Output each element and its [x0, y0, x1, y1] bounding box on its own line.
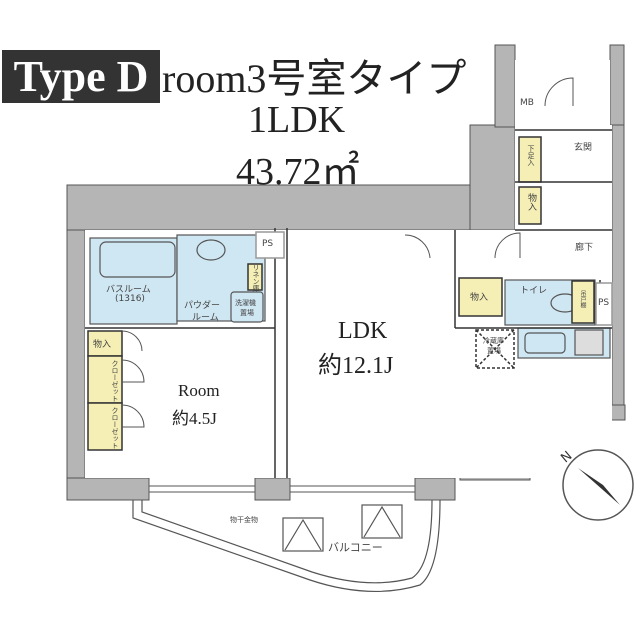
ac-unit-2	[361, 504, 403, 539]
closet1-label: クローゼット	[111, 360, 119, 402]
entrance-storage-label: 物入	[526, 193, 536, 211]
bottom-wall-right	[414, 477, 456, 501]
storage-room-box	[87, 330, 123, 357]
bottom-wall-left	[66, 477, 150, 501]
fridge-label-1: 冷蔵庫	[483, 337, 504, 345]
linen-box	[247, 263, 263, 291]
ac-unit-1	[282, 517, 324, 552]
ldk-size: 約12.1J	[318, 353, 394, 379]
ldk-storage-box	[458, 277, 503, 317]
compass-icon	[562, 449, 634, 521]
storage-room-label: 物入	[93, 340, 112, 350]
type-badge: Type D	[2, 50, 160, 103]
top-wall-step	[469, 124, 516, 231]
bottom-wall-mid	[254, 477, 291, 501]
toilet-storage-box	[571, 280, 595, 324]
bathroom-label: バスルーム	[106, 285, 151, 295]
washer-label-1: 洗濯機	[235, 299, 256, 307]
corridor-label: 廊下	[575, 243, 594, 253]
right-wall	[611, 124, 625, 411]
room-type-title: room3号室タイプ	[162, 56, 467, 101]
wash-basin	[196, 239, 226, 261]
powder-room-label-2: ルーム	[192, 313, 219, 323]
shoe-storage-label: 下足入	[527, 145, 535, 166]
room-name: Room	[178, 381, 220, 400]
balcony-label: バルコニー	[328, 541, 383, 554]
linen-label: リネン庫	[252, 264, 260, 292]
mb-area	[515, 60, 610, 125]
mb-label: MB	[520, 98, 534, 108]
closet2-label: クローゼット	[111, 407, 119, 449]
closet2-box	[87, 402, 123, 451]
layout-label: 1LDK	[248, 99, 346, 141]
bathroom-size: (1316)	[115, 294, 145, 304]
washer-label-2: 置場	[240, 309, 254, 317]
ps-top-label: PS	[262, 239, 274, 249]
kitchen-sink	[524, 332, 566, 354]
toilet-label: トイレ	[520, 286, 548, 296]
entrance-storage-box	[518, 186, 542, 225]
ldk-name: LDK	[338, 318, 388, 344]
area-label: 43.72㎡	[236, 151, 360, 193]
room-size: 約4.5J	[172, 409, 217, 428]
washer-space	[230, 291, 264, 323]
toilet-storage-label: 吊戸棚	[579, 290, 586, 308]
closet1-box	[87, 355, 123, 404]
partitions	[85, 77, 613, 493]
bathtub	[99, 241, 176, 278]
right-wall-upper	[609, 44, 625, 126]
ldk-storage-label: 物入	[470, 293, 489, 303]
entrance-label: 玄関	[574, 143, 593, 153]
mb-wall	[494, 44, 516, 128]
stove	[574, 329, 604, 356]
powder-room-label-1: パウダー	[184, 301, 221, 311]
fridge-label-2: 置場	[487, 347, 501, 355]
ps-right-label: PS	[598, 298, 610, 308]
balcony-outline	[132, 499, 441, 593]
laundry-pole-label: 物干金物	[230, 516, 258, 524]
